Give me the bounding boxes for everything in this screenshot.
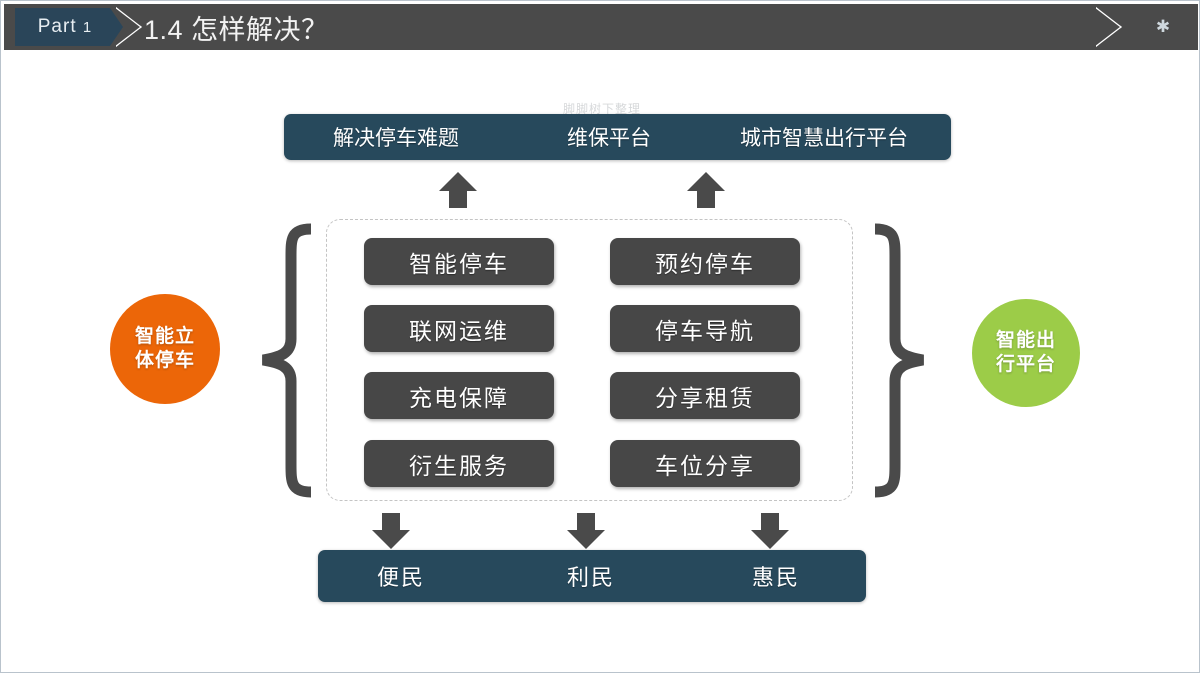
star-icon: ✱ xyxy=(1155,17,1171,36)
part-tab-word: Part xyxy=(37,16,77,37)
bottom-banner-item-0: 便民 xyxy=(376,565,425,590)
right-circle-text: 智能出 行平台 xyxy=(986,329,1066,377)
bottom-banner-item-1: 利民 xyxy=(566,565,615,590)
right-circle-line-2: 行平台 xyxy=(995,354,1056,375)
top-banner-item-0: 解决停车难题 xyxy=(333,127,459,150)
arrow-up-icon xyxy=(685,169,727,211)
top-banner-item-1: 维保平台 xyxy=(567,127,651,150)
left-circle-line-1: 智能立 xyxy=(134,326,195,348)
chevron-right-icon xyxy=(1096,7,1122,47)
watermark-text: 脚脚树下整理 xyxy=(562,102,641,116)
page-title: 1.4 怎样解决？ xyxy=(144,14,329,45)
right-brace-icon xyxy=(869,223,927,498)
part-tab-label: Part 1 xyxy=(38,16,100,38)
feature-box-left-0[interactable]: 智能停车 xyxy=(364,238,554,285)
left-circle-badge[interactable]: 智能立 体停车 xyxy=(110,294,220,404)
right-circle-line-1: 智能出 xyxy=(995,330,1056,352)
bottom-banner: 便民 利民 惠民 xyxy=(318,550,866,602)
feature-box-right-3[interactable]: 车位分享 xyxy=(610,440,800,487)
left-brace-icon xyxy=(259,223,317,498)
top-banner-item-2: 城市智慧出行平台 xyxy=(740,127,908,150)
arrow-down-icon xyxy=(749,510,791,552)
arrow-up-icon xyxy=(437,169,479,211)
part-tab[interactable]: Part 1 xyxy=(15,8,123,46)
left-circle-text: 智能立 体停车 xyxy=(125,325,205,373)
right-circle-badge[interactable]: 智能出 行平台 xyxy=(972,299,1080,407)
feature-box-right-2[interactable]: 分享租赁 xyxy=(610,372,800,419)
feature-box-left-1[interactable]: 联网运维 xyxy=(364,305,554,352)
feature-box-right-0[interactable]: 预约停车 xyxy=(610,238,800,285)
feature-box-left-2[interactable]: 充电保障 xyxy=(364,372,554,419)
left-circle-line-2: 体停车 xyxy=(134,350,195,371)
bottom-banner-item-2: 惠民 xyxy=(751,565,800,590)
feature-box-left-3[interactable]: 衍生服务 xyxy=(364,440,554,487)
slide-header-bar: Part 1 1.4 怎样解决？ ✱ xyxy=(4,4,1198,50)
top-banner: 解决停车难题 维保平台 城市智慧出行平台 xyxy=(284,114,951,160)
arrow-down-icon xyxy=(370,510,412,552)
feature-box-right-1[interactable]: 停车导航 xyxy=(610,305,800,352)
arrow-down-icon xyxy=(565,510,607,552)
part-tab-number: 1 xyxy=(82,19,93,36)
